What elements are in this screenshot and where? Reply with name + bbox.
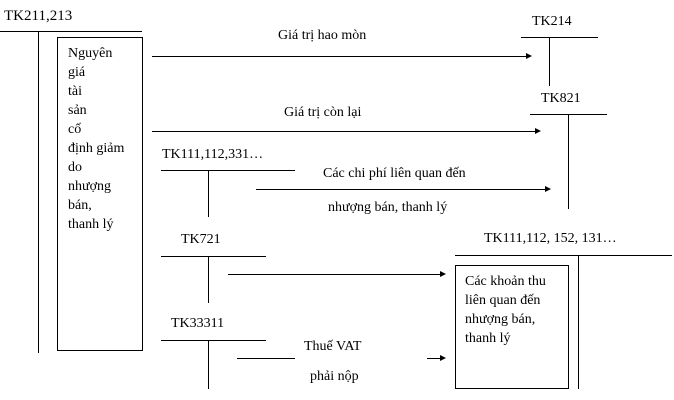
receipts-text: Các khoản thu liên quan đến nhượng bán, … — [465, 274, 546, 346]
account-label-tk821: TK821 — [541, 91, 581, 106]
t-account-stem-tk111-331 — [208, 170, 209, 217]
original-cost-box — [57, 37, 143, 351]
account-label-tk721: TK721 — [181, 232, 221, 247]
t-account-stem-tk111-131 — [578, 255, 579, 389]
flow-label-expenses-line1: Các chi phí liên quan đến — [323, 166, 466, 181]
t-account-stem-tk214 — [549, 37, 550, 86]
account-label-tk211: TK211,213 — [4, 8, 73, 24]
flow-label-depreciation: Giá trị hao mòn — [278, 28, 367, 43]
original-cost-text: Nguyên giá tài sản cố định giảm do nhượn… — [68, 46, 125, 232]
t-account-bar-tk33311 — [161, 340, 266, 341]
flow-label-vat-line1: Thuế VAT — [304, 339, 362, 354]
t-account-stem-tk211 — [38, 31, 39, 353]
account-label-tk111-331: TK111,112,331… — [162, 147, 264, 162]
flow-label-expenses-line2: nhượng bán, thanh lý — [328, 200, 448, 215]
arrow-vat — [427, 355, 446, 361]
account-label-tk214: TK214 — [532, 14, 572, 29]
arrow-depreciation — [152, 53, 532, 59]
arrow-expenses — [256, 186, 551, 192]
t-account-stem-tk821 — [568, 114, 569, 209]
receipts-box — [455, 265, 569, 389]
t-account-bar-tk111-131 — [455, 255, 672, 256]
t-account-bar-tk721 — [161, 256, 266, 257]
t-account-bar-tk214 — [521, 37, 598, 38]
t-account-stem-tk33311 — [208, 340, 209, 389]
arrow-residual-value — [152, 128, 541, 134]
t-account-bar-tk111-331 — [161, 170, 295, 171]
vat-line-start — [237, 358, 295, 359]
account-label-tk33311: TK33311 — [171, 316, 225, 331]
t-account-bar-tk211 — [0, 31, 142, 32]
flow-label-residual-value: Giá trị còn lại — [284, 105, 362, 120]
arrow-other-income — [228, 271, 446, 277]
account-label-tk111-131: TK111,112, 152, 131… — [484, 231, 617, 246]
flow-label-vat-line2: phải nộp — [310, 369, 359, 384]
t-account-stem-tk721 — [208, 256, 209, 303]
